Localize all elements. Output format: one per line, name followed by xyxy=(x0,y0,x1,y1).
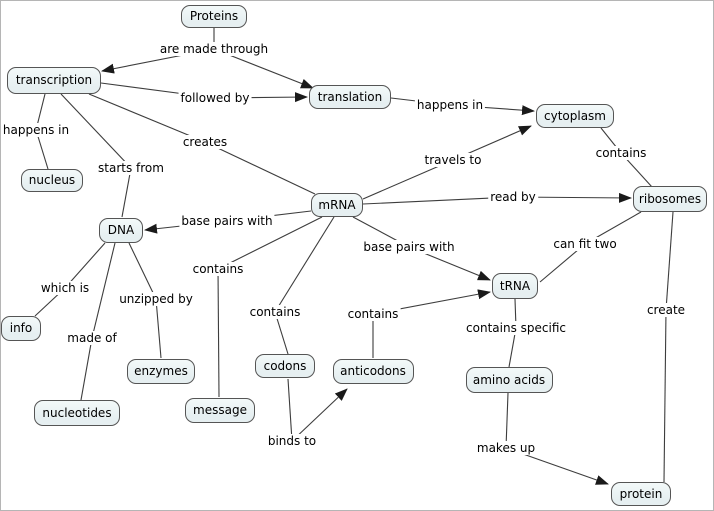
link-label-contains-message[interactable]: contains xyxy=(190,262,246,276)
edge-line-read-by xyxy=(362,196,514,205)
concept-node-translation[interactable]: translation xyxy=(309,85,391,109)
link-label-are-made-through[interactable]: are made through xyxy=(157,42,271,56)
concept-node-dna[interactable]: DNA xyxy=(99,217,143,243)
link-label-binds-to[interactable]: binds to xyxy=(265,434,319,448)
concept-node-codons[interactable]: codons xyxy=(255,354,315,378)
link-label-happens-in-nucleus[interactable]: happens in xyxy=(1,123,72,137)
edge-line-made-of xyxy=(80,337,93,401)
concept-node-amino-acids[interactable]: amino acids xyxy=(465,367,553,393)
edge-line-create xyxy=(665,211,674,311)
link-label-contains-trna[interactable]: contains xyxy=(345,307,401,321)
link-label-can-fit-two[interactable]: can fit two xyxy=(551,237,619,251)
edge-line-binds-to xyxy=(291,388,348,442)
concept-node-cytoplasm[interactable]: cytoplasm xyxy=(536,104,614,128)
concept-node-nucleus[interactable]: nucleus xyxy=(21,168,83,192)
link-label-unzipped-by[interactable]: unzipped by xyxy=(117,292,195,306)
link-label-contains-specific[interactable]: contains specific xyxy=(464,321,568,335)
concept-node-ribosomes[interactable]: ribosomes xyxy=(633,186,707,212)
link-label-travels-to[interactable]: travels to xyxy=(422,153,484,167)
concept-node-enzymes[interactable]: enzymes xyxy=(127,358,195,384)
link-label-creates[interactable]: creates xyxy=(180,135,230,149)
link-label-starts-from[interactable]: starts from xyxy=(96,161,166,175)
link-label-followed-by[interactable]: followed by xyxy=(178,91,252,105)
edge-line-contains-codons xyxy=(274,216,335,313)
link-label-made-of[interactable]: made of xyxy=(65,331,119,345)
concept-node-nucleotides[interactable]: nucleotides xyxy=(34,400,120,426)
concept-node-anticodons[interactable]: anticodons xyxy=(332,358,414,384)
edge-line-starts-from xyxy=(60,93,132,169)
edge-line-unzipped-by xyxy=(155,298,162,359)
edge-line-contains-message xyxy=(217,216,323,270)
link-label-contains-ribosomes[interactable]: contains xyxy=(593,146,649,160)
edge-line-starts-from xyxy=(121,167,132,218)
link-label-happens-in-cytoplasm[interactable]: happens in xyxy=(414,98,486,112)
concept-node-info[interactable]: info xyxy=(1,315,41,341)
edge-line-which-is xyxy=(64,242,106,289)
link-label-which-is[interactable]: which is xyxy=(38,281,92,295)
concept-node-message[interactable]: message xyxy=(185,397,255,423)
concept-node-mrna[interactable]: mRNA xyxy=(311,193,363,217)
edge-line-contains-message xyxy=(217,268,220,398)
concept-node-proteins[interactable]: Proteins xyxy=(181,4,247,28)
link-label-read-by[interactable]: read by xyxy=(488,190,538,204)
edge-line-creates xyxy=(204,141,316,195)
link-label-base-pairs-with-trna[interactable]: base pairs with xyxy=(361,240,457,254)
edge-line-made-of xyxy=(91,242,116,339)
edge-line-makes-up xyxy=(505,392,509,449)
concept-node-transcription[interactable]: transcription xyxy=(7,66,101,94)
edge-line-binds-to xyxy=(287,378,293,442)
link-label-contains-codons[interactable]: contains xyxy=(247,305,303,319)
edge-line-unzipped-by xyxy=(128,242,157,300)
link-label-base-pairs-with-dna[interactable]: base pairs with xyxy=(179,214,275,228)
concept-node-trna[interactable]: tRNA xyxy=(492,273,538,299)
link-label-create[interactable]: create xyxy=(644,303,688,317)
link-label-makes-up[interactable]: makes up xyxy=(474,441,538,455)
concept-node-protein[interactable]: protein xyxy=(611,482,671,506)
edge-line-creates xyxy=(88,93,206,143)
edge-line-contains-codons xyxy=(274,311,289,355)
edge-line-create xyxy=(663,309,667,483)
